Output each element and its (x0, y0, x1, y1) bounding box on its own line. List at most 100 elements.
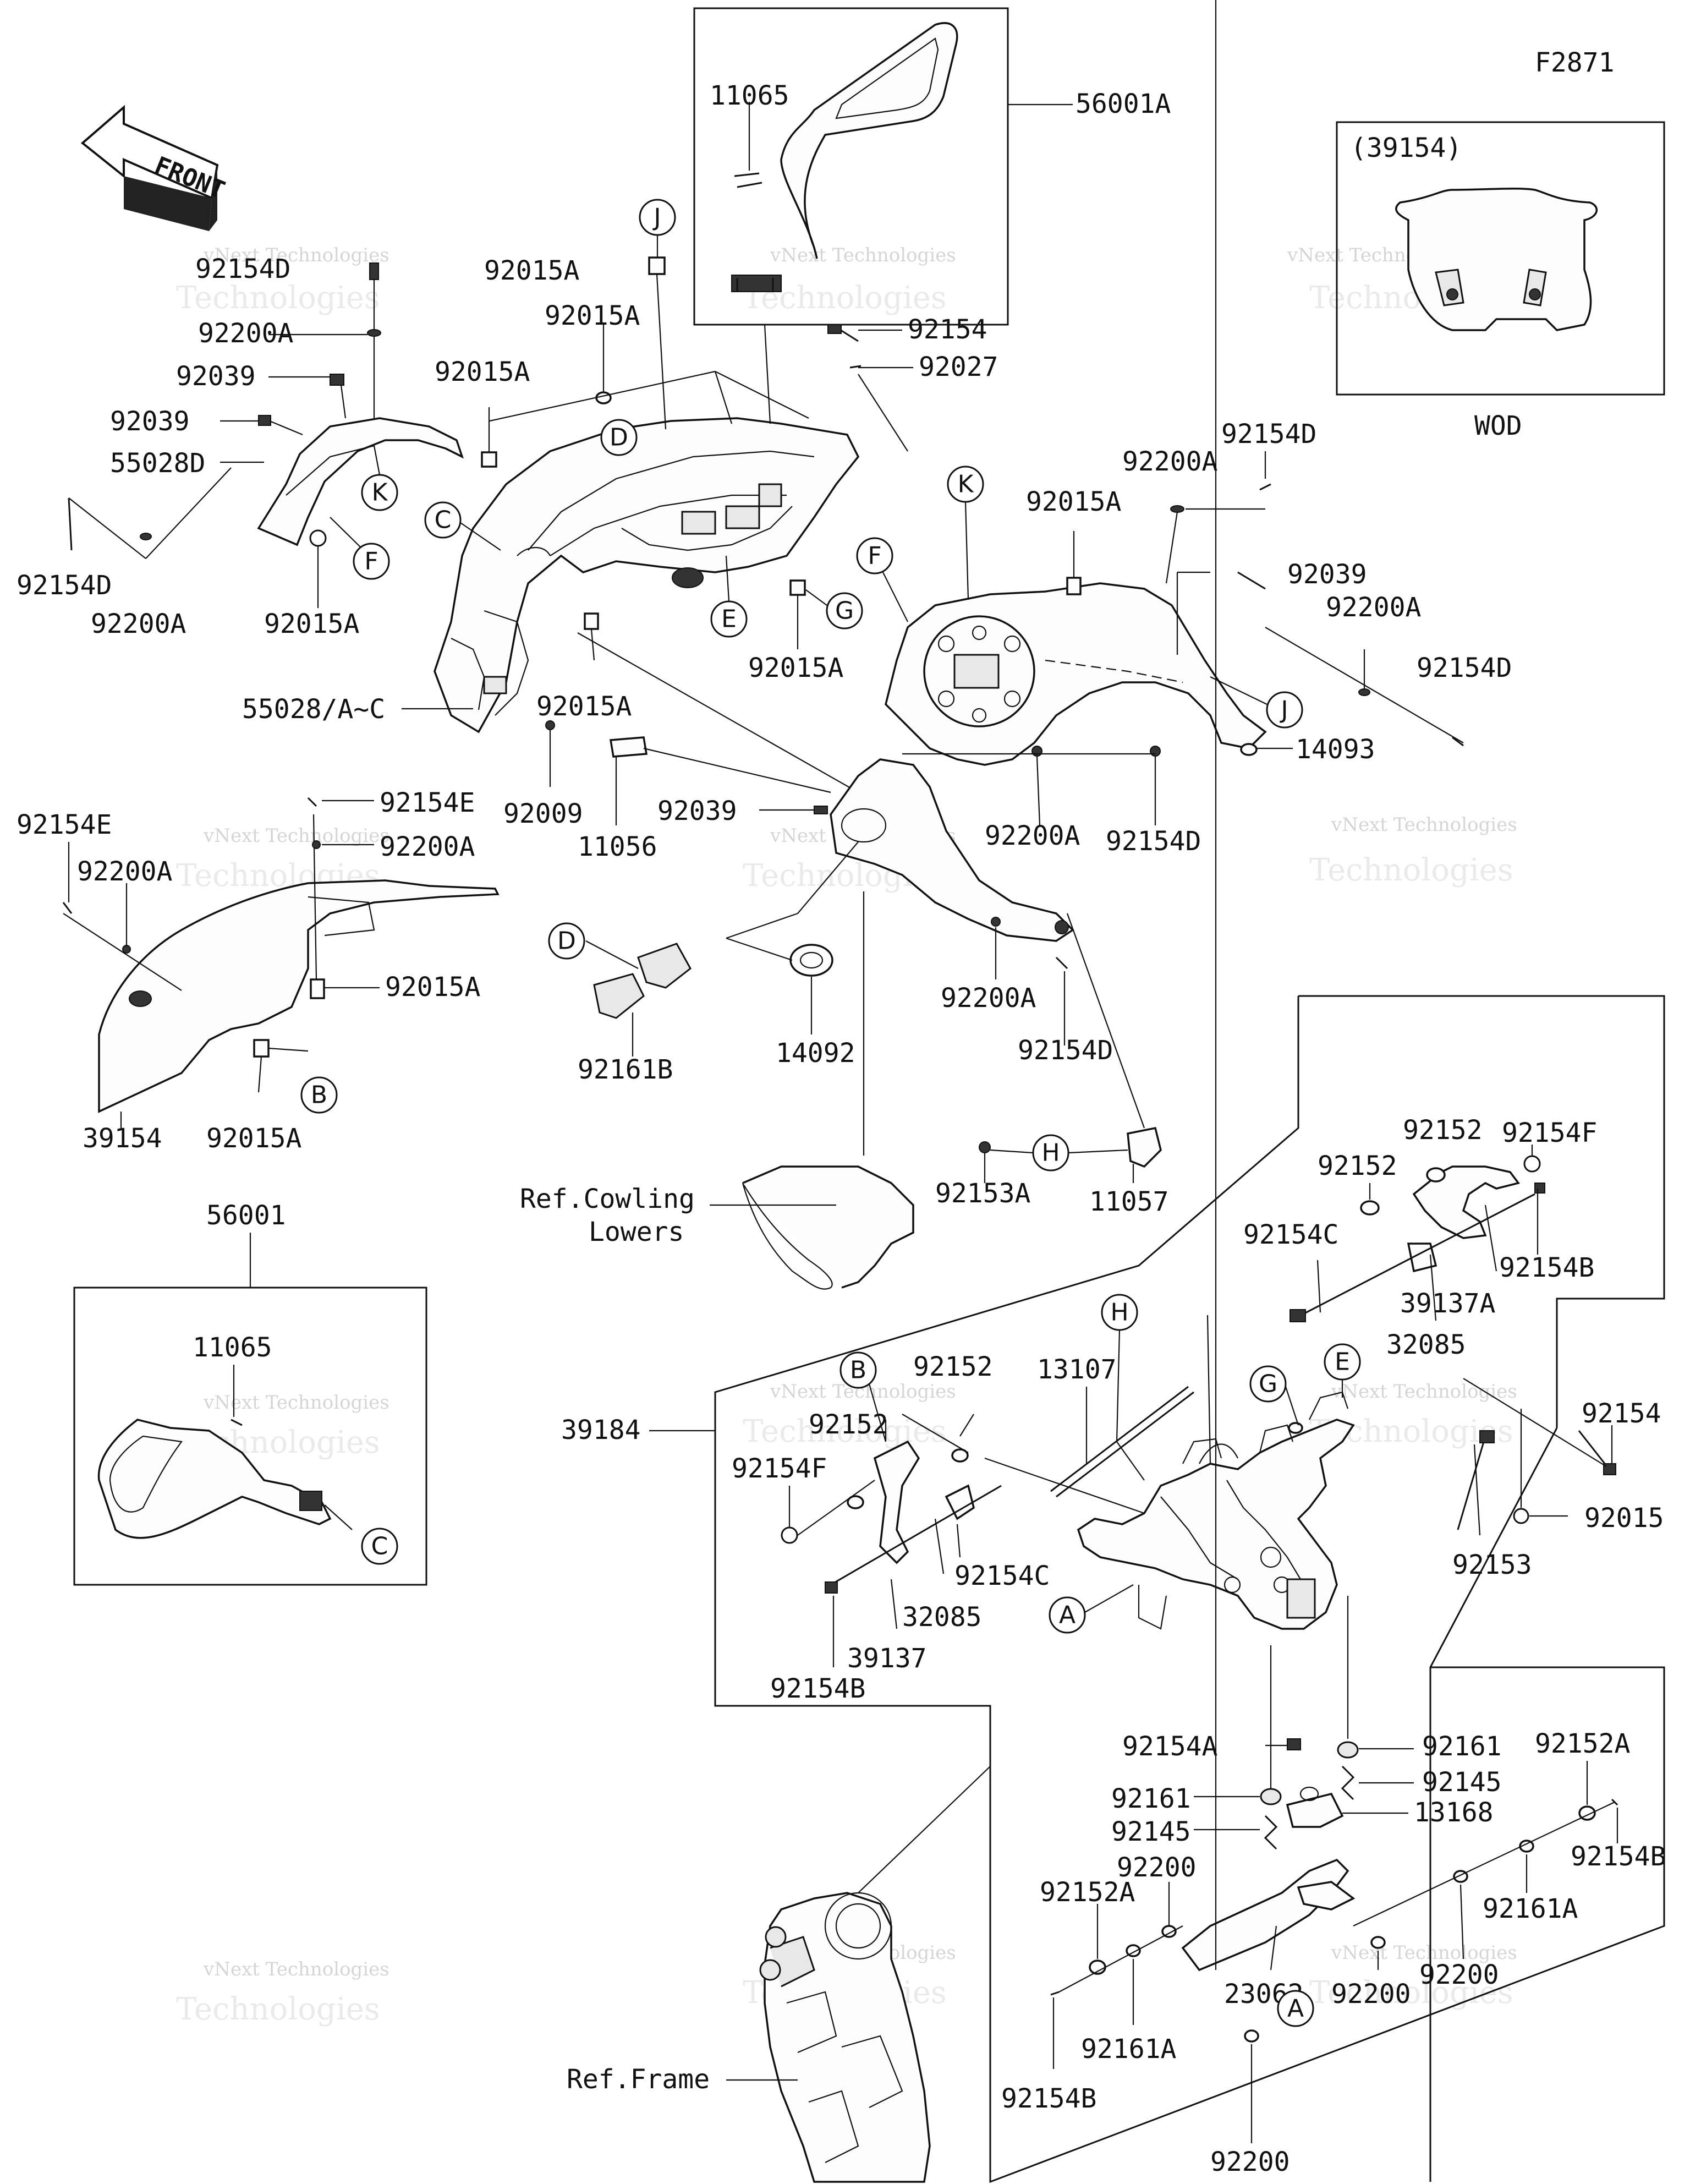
callout-label: E (721, 605, 737, 633)
mirror-box-56001 (73, 1287, 427, 1586)
damper-92161B (593, 973, 645, 1019)
part-label-92161B: 92161B (578, 1054, 673, 1085)
part-label-55028D: 55028D (110, 448, 205, 479)
mirror-56001A-group: 11065 56001A (693, 7, 1171, 326)
callout-label: A (1287, 1995, 1304, 2023)
bolt-92154B (1534, 1183, 1545, 1194)
grommet-92015A (1066, 577, 1082, 595)
watermark: Technologies (1309, 1975, 1513, 2011)
part-label-13107: 13107 (1037, 1354, 1117, 1385)
clip-92039 (258, 415, 271, 426)
bracket-11056 (609, 736, 648, 758)
callout-label: A (1059, 1601, 1076, 1629)
upper-cowling-55028-group: 92015A 92015A 92015A 92015A 92015A 55028… (242, 255, 860, 793)
callout-D (600, 419, 638, 456)
part-label-92161: 92161 (1111, 1783, 1191, 1814)
part-label-92152A: 92152A (1040, 1877, 1135, 1908)
windshield-39154 (98, 879, 500, 1113)
grommet-92015A (310, 978, 325, 999)
part-label-92154B: 92154B (1001, 2083, 1096, 2114)
watermark: Technologies (1309, 852, 1513, 888)
part-label-92154D: 92154D (1221, 419, 1316, 450)
callout-B (839, 1351, 877, 1389)
callout-C (361, 1528, 398, 1565)
wod-box (1336, 121, 1665, 396)
bracket-39137A (1412, 1165, 1520, 1239)
callout-A (1277, 1990, 1314, 2027)
damper-92161B-group: 92161B (578, 940, 692, 1085)
part-label-92154A: 92154A (1122, 1731, 1217, 1762)
nut-92161 (1337, 1741, 1359, 1759)
nut-92161A (1519, 1840, 1534, 1853)
washer-92200 (1244, 2029, 1259, 2043)
meter-cover-group: 92015A 92200A 92154D 92039 92200A 92154D… (503, 419, 1512, 1290)
part-label-92039: 92039 (176, 361, 256, 392)
cover-55028D (257, 417, 464, 546)
watermark: vNext Technologies (203, 244, 389, 266)
part-label-92152: 92152 (913, 1351, 993, 1382)
bracket-11057 (1127, 1126, 1162, 1168)
part-label-39137: 39137 (847, 1643, 927, 1674)
part-label-92015: 92015 (1584, 1503, 1664, 1534)
part-label-92039: 92039 (1287, 559, 1367, 590)
callout-B (300, 1076, 338, 1114)
grommet-14093 (1240, 743, 1258, 756)
watermark: vNext Technologies (1331, 1942, 1517, 1964)
part-label-92015A: 92015A (536, 691, 632, 722)
spring-92145 (1264, 1815, 1278, 1850)
washer-92200A (1170, 505, 1184, 513)
nut-92009 (545, 720, 555, 730)
wod-box-title: (39154) (1351, 133, 1462, 163)
washer-92200A (140, 533, 152, 540)
callout-label: B (311, 1081, 327, 1109)
callout-label: D (610, 424, 628, 452)
part-label-11065: 11065 (193, 1332, 272, 1363)
part-label-39137A: 39137A (1400, 1288, 1495, 1319)
ref-frame-group: Ref.Frame (567, 1766, 991, 2183)
bolt-92154A (1287, 1738, 1301, 1750)
part-label-92154C: 92154C (1243, 1219, 1338, 1250)
callout-label: E (1335, 1348, 1350, 1376)
part-label-92154D: 92154D (1106, 826, 1201, 857)
part-label-92154B: 92154B (1571, 1841, 1666, 1872)
part-label-92153A: 92153A (935, 1178, 1030, 1209)
callout-label: B (850, 1356, 866, 1384)
screw-92154D (1259, 483, 1271, 491)
part-label-92154F: 92154F (732, 1453, 827, 1484)
part-label-92145: 92145 (1111, 1816, 1191, 1847)
part-label-14093: 14093 (1296, 734, 1375, 765)
part-label-92154: 92154 (908, 314, 987, 345)
figure-code: F2871 (1535, 47, 1615, 78)
grommet-14092 (789, 944, 833, 977)
wod-box-caption: WOD (1474, 410, 1522, 441)
watermark: vNext Technologies (770, 244, 956, 266)
mirror-glass (835, 37, 939, 119)
grommet-92015A (253, 1039, 270, 1058)
callout-label: C (435, 506, 452, 534)
watermark: vNext Technologies (1331, 1381, 1517, 1403)
callout-D (548, 922, 585, 960)
watermark: Technologies (176, 1991, 380, 2027)
mirror-56001A (780, 22, 958, 259)
grommet-92015A (595, 391, 612, 404)
part-label-92200A: 92200A (1122, 446, 1217, 477)
callout-label: F (868, 542, 881, 570)
callout-label: H (1110, 1299, 1128, 1327)
nut-92161 (1260, 1788, 1282, 1805)
ref-cowling-label-2: Lowers (589, 1217, 684, 1247)
part-label-92154D: 92154D (17, 570, 112, 601)
part-label-92200A: 92200A (198, 318, 293, 349)
part-label-56001: 56001 (206, 1200, 286, 1231)
part-label-92015A: 92015A (385, 972, 480, 1003)
clip-92039 (814, 806, 828, 814)
grommet-92015A (584, 612, 599, 630)
part-label-92154D: 92154D (195, 254, 290, 284)
washer-92152 (847, 1495, 864, 1509)
front-arrow-icon: FRONT (80, 105, 229, 231)
ref-frame-label: Ref.Frame (567, 2064, 710, 2095)
callout-F (856, 537, 893, 574)
part-label-92152A: 92152A (1535, 1728, 1630, 1759)
part-label-92154E: 92154E (380, 787, 475, 818)
part-label-14092: 14092 (776, 1038, 855, 1069)
